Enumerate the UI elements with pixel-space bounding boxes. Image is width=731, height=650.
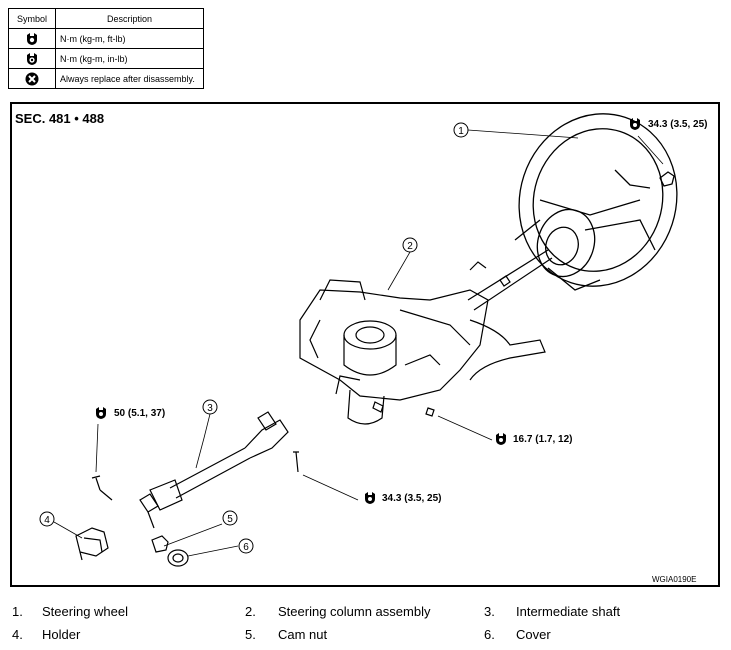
legend-symbol-cell — [8, 48, 56, 69]
callout-1: 1 — [458, 126, 464, 137]
part-number: 4. — [12, 627, 23, 642]
legend-symbol-cell — [8, 28, 56, 49]
replace-x-icon — [25, 72, 39, 85]
torque-label: 34.3 (3.5, 25) — [382, 493, 442, 504]
torque-wrench-icon — [27, 32, 37, 45]
part-number: 3. — [484, 604, 495, 619]
torque-wrench-icon — [630, 118, 640, 130]
callout-6: 6 — [243, 542, 249, 553]
torque-label: 50 (5.1, 37) — [114, 408, 166, 419]
steering-wheel-drawing — [514, 113, 678, 291]
diagram-frame — [10, 102, 720, 587]
callout-3: 3 — [207, 403, 213, 414]
part-number: 1. — [12, 604, 23, 619]
cam-nut-cover-drawing — [151, 535, 189, 567]
part-number: 2. — [245, 604, 256, 619]
part-number: 6. — [484, 627, 495, 642]
intermediate-shaft-drawing — [139, 411, 289, 529]
holder-drawing — [75, 527, 109, 561]
part-name: Intermediate shaft — [516, 604, 621, 619]
leader-lines — [53, 129, 664, 557]
part-name: Steering wheel — [42, 604, 128, 619]
bolt-drawings — [91, 451, 299, 501]
part-name: Cam nut — [278, 627, 328, 642]
callout-circles — [39, 122, 469, 554]
callout-2: 2 — [407, 241, 413, 252]
figure-code: WGIA0190E — [652, 575, 697, 584]
legend-description: Always replace after disassembly. — [55, 68, 204, 89]
steering-column-drawing — [299, 261, 546, 425]
part-name: Holder — [42, 627, 81, 642]
torque-wrench-icon — [96, 407, 106, 419]
callout-5: 5 — [227, 514, 233, 525]
upper-shaft-drawing — [467, 249, 553, 311]
part-number: 5. — [245, 627, 256, 642]
torque-label: 16.7 (1.7, 12) — [513, 434, 573, 445]
torque-label: 34.3 (3.5, 25) — [648, 119, 708, 130]
callout-4: 4 — [44, 515, 50, 526]
torque-wrench-icon — [496, 433, 506, 445]
symbol-legend-table: Symbol Description N·m (kg-m, ft-lb) N·m… — [8, 8, 204, 89]
part-name: Steering column assembly — [278, 604, 431, 619]
part-name: Cover — [516, 627, 551, 642]
torque-wrench-icon — [365, 492, 375, 504]
legend-symbol-cell — [8, 68, 56, 89]
torque-wrench-inlb-icon — [27, 52, 37, 65]
section-reference: SEC. 481 • 488 — [15, 111, 105, 126]
